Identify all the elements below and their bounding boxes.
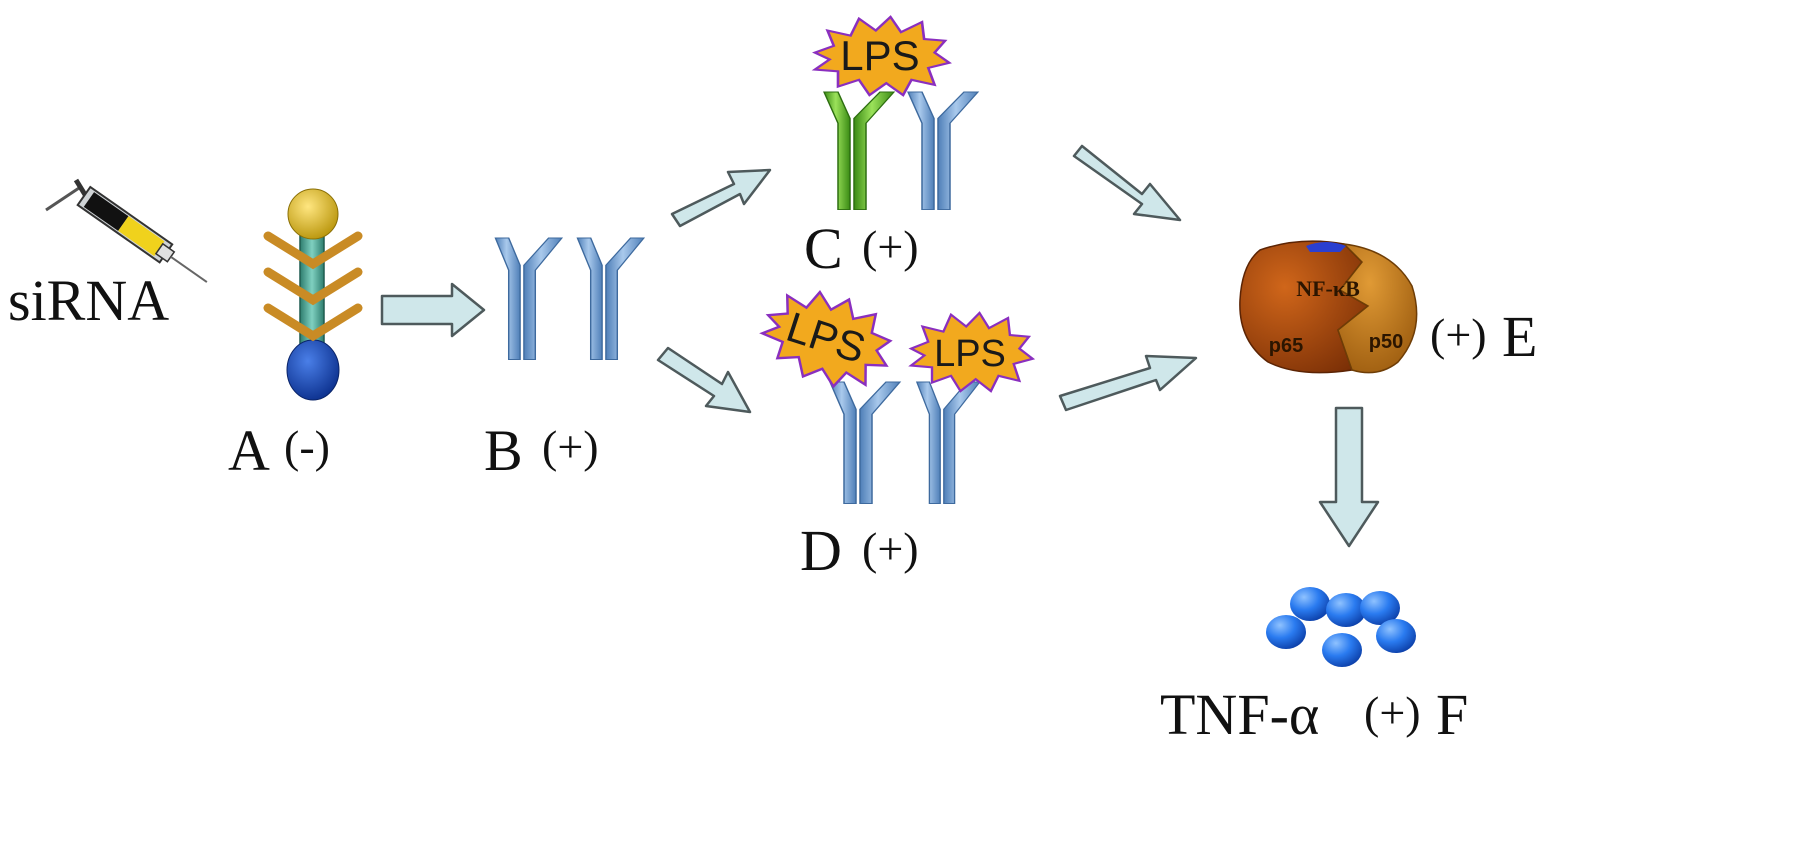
c-label: C xyxy=(804,216,843,281)
lps-label-c: LPS xyxy=(840,32,919,79)
c-sign: (+) xyxy=(862,221,919,272)
syringe-icon xyxy=(45,178,208,283)
receptor-pair-b xyxy=(494,237,645,361)
nfkb-p65: p65 xyxy=(1269,335,1303,357)
nfkb-p50: p50 xyxy=(1369,331,1403,353)
tnf-alpha-cluster-icon xyxy=(1266,587,1416,667)
lps-label-d1: LPS xyxy=(781,303,871,372)
a-label: A xyxy=(228,418,270,483)
receptor-y-icon xyxy=(829,381,901,505)
f-sign: (+) xyxy=(1364,687,1421,738)
sirna-molecule-icon xyxy=(263,188,363,401)
f-label: F xyxy=(1436,682,1468,747)
receptor-y-icon xyxy=(907,91,979,211)
f-name-label: TNF-α xyxy=(1160,682,1319,747)
receptor-pair-d xyxy=(829,381,981,505)
d-label: D xyxy=(800,518,842,583)
receptor-y-icon xyxy=(916,381,981,505)
nfkb-title: NF-κB xyxy=(1296,276,1360,301)
receptor-y-icon xyxy=(823,91,895,211)
b-label: B xyxy=(484,418,523,483)
receptor-y-icon xyxy=(494,237,563,361)
lps-label-d2: LPS xyxy=(934,333,1006,375)
e-sign: (+) xyxy=(1430,309,1487,360)
e-label: E xyxy=(1502,304,1537,369)
nfkb-complex-icon xyxy=(1239,240,1418,374)
sirna-label: siRNA xyxy=(8,268,169,333)
receptor-pair-c xyxy=(823,91,979,211)
receptor-y-icon xyxy=(576,237,645,361)
arrow-b-to-c xyxy=(670,168,772,228)
arrow-e-to-f xyxy=(1318,406,1380,548)
arrow-a-to-b xyxy=(380,282,486,338)
arrow-b-to-d xyxy=(656,346,752,414)
arrow-c-to-e xyxy=(1072,144,1182,222)
a-sign: (-) xyxy=(284,421,330,472)
arrow-d-to-e xyxy=(1058,354,1198,412)
b-sign: (+) xyxy=(542,421,599,472)
d-sign: (+) xyxy=(862,523,919,574)
